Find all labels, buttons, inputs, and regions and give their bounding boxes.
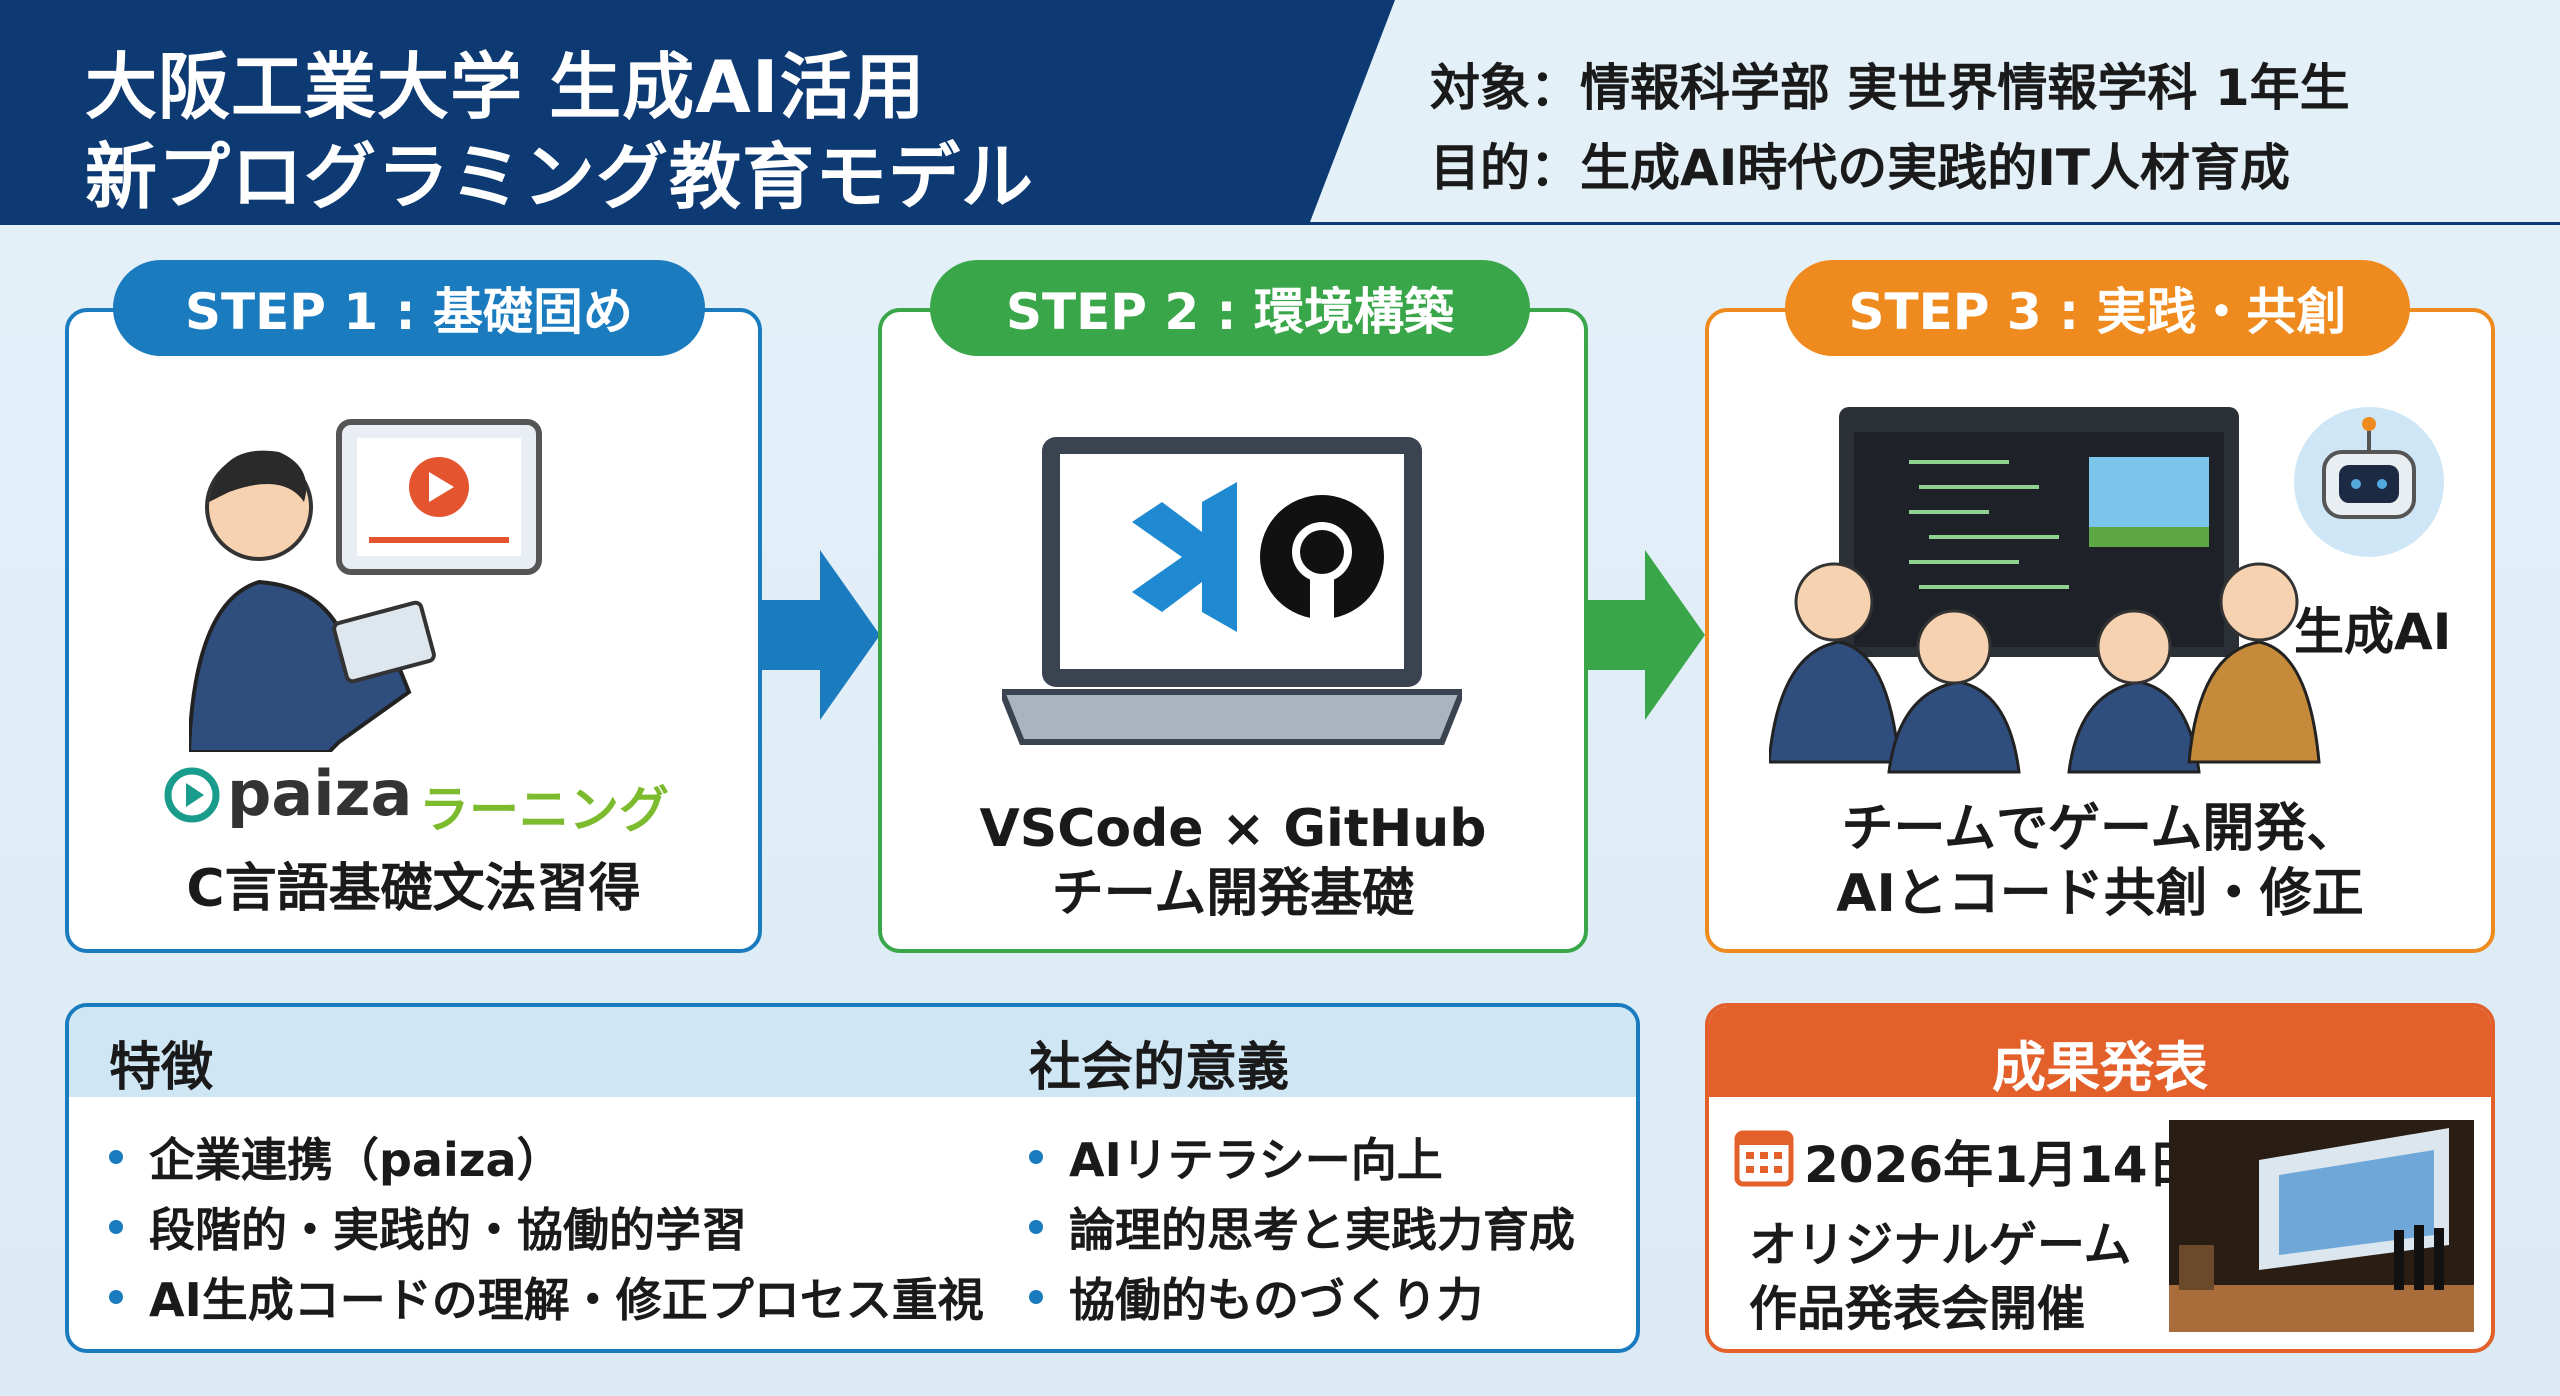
laptop-illustration (1002, 437, 1462, 745)
purpose-text: 目的：生成AI時代の実践的IT人材育成 (1430, 139, 2291, 197)
arrow-right-icon (1585, 550, 1705, 720)
arrow-right-icon (760, 550, 880, 720)
results-panel: 成果発表 2026年1月14日 オリジナルゲーム 作品発表会開催 (1705, 1003, 2495, 1353)
step2-label: STEP 2 : 環境構築 (930, 260, 1530, 356)
results-line2: 作品発表会開催 (1749, 1281, 2086, 1337)
step1-card: paiza ラーニング C言語基礎文法習得 (65, 308, 762, 953)
paiza-logo-text: paiza (227, 757, 413, 830)
features-header (69, 1007, 1636, 1097)
step1-label: STEP 1 : 基礎固め (113, 260, 705, 356)
step1-text: C言語基礎文法習得 (186, 859, 641, 919)
feature-item: 企業連携（paiza） (109, 1122, 984, 1192)
student-tablet-illustration (189, 419, 542, 752)
header-info-panel (1310, 0, 2560, 222)
step3-label: STEP 3 : 実践・共創 (1785, 260, 2410, 356)
team-development-illustration (1769, 407, 2444, 774)
step3-text-line2: AIとコード共創・修正 (1836, 864, 2364, 924)
vscode-icon (1132, 482, 1237, 632)
paiza-logo-sub: ラーニング (419, 781, 669, 839)
results-date: 2026年1月14日 (1804, 1136, 2198, 1194)
features-panel: 特徴 社会的意義 企業連携（paiza） 段階的・実践的・協働的学習 AI生成コ… (65, 1003, 1640, 1353)
significance-item: 論理的思考と実践力育成 (1029, 1192, 1575, 1262)
significance-item: 協働的ものづくり力 (1029, 1262, 1575, 1332)
calendar-icon (1734, 1130, 1794, 1187)
results-line1: オリジナルゲーム (1749, 1217, 2132, 1273)
target-text: 対象：情報科学部 実世界情報学科 1年生 (1430, 59, 2350, 117)
ai-label: 生成AI (2294, 603, 2452, 661)
results-title: 成果発表 (1992, 1036, 2208, 1099)
step2-card: VSCode × GitHub チーム開発基礎 (878, 308, 1588, 953)
presentation-photo (2169, 1120, 2474, 1332)
significance-title: 社会的意義 (1029, 1038, 1290, 1098)
step3-card: 生成AI チームでゲーム開発、 AIとコード共創・修正 (1705, 308, 2495, 953)
paiza-logo-icon (164, 767, 220, 823)
page-title-line1: 大阪工業大学 生成AI活用 (85, 45, 926, 129)
step2-text-line1: VSCode × GitHub (979, 799, 1487, 859)
step3-text-line1: チームでゲーム開発、 (1841, 799, 2359, 859)
features-title: 特徴 (109, 1038, 214, 1098)
feature-item: AI生成コードの理解・修正プロセス重視 (109, 1262, 984, 1332)
feature-item: 段階的・実践的・協働的学習 (109, 1192, 984, 1262)
step2-text-line2: チーム開発基礎 (1051, 864, 1415, 924)
results-header (1709, 1007, 2491, 1097)
github-icon (1260, 495, 1384, 620)
significance-item: AIリテラシー向上 (1029, 1122, 1575, 1192)
page-title-line2: 新プログラミング教育モデル (85, 135, 1035, 219)
